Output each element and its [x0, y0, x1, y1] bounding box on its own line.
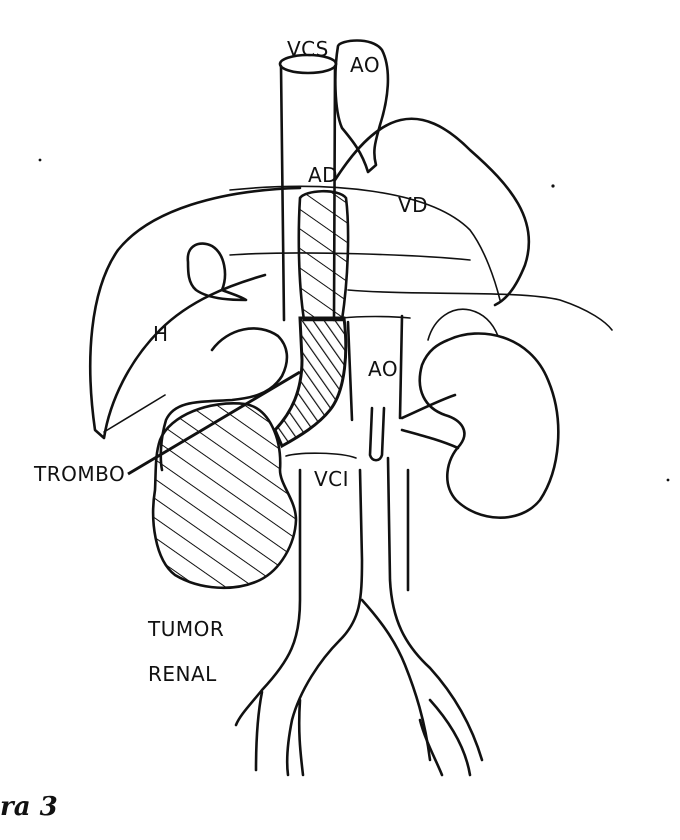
aorta-top: [334, 39, 390, 174]
aorta-renal-branch: [368, 406, 386, 462]
ivc-tube: [234, 468, 364, 727]
speck: [666, 478, 670, 482]
figure-caption: ra 3: [0, 792, 58, 822]
vcs-opening: [278, 53, 338, 75]
label-vcs: VCS: [287, 37, 329, 61]
catheter: [347, 289, 613, 331]
aorta-mid: [346, 314, 404, 422]
iliac-branch-left: [254, 690, 305, 777]
ivc-top: [285, 452, 357, 459]
liver-lower-edge: [103, 394, 166, 433]
label-h: H: [153, 322, 169, 346]
label-ao-mid: AO: [368, 357, 398, 381]
label-vd: VD: [398, 193, 428, 217]
renal-vein-left: [400, 393, 460, 450]
iliac-branch-right: [418, 698, 472, 777]
heart-outline: [333, 117, 531, 307]
speck: [38, 158, 42, 162]
aorta-lower: [386, 456, 484, 762]
label-renal: RENAL: [148, 662, 217, 686]
label-ad: AD: [308, 163, 338, 187]
trombo-pointer: [127, 370, 301, 476]
label-trombo: TROMBO: [33, 462, 125, 486]
liver-lobe: [186, 242, 248, 302]
aorta-mid-top: [341, 315, 411, 319]
label-tumor: TUMOR: [147, 617, 224, 641]
adrenal-left: [427, 308, 499, 341]
tumor-renal: [151, 402, 298, 590]
liver-outline: [88, 186, 302, 440]
label-vci: VCI: [314, 467, 349, 491]
liver-upper-edge: [229, 185, 501, 301]
iliac-inner: [285, 598, 432, 777]
heart-inner-line: [229, 252, 471, 261]
speck: [551, 184, 555, 188]
thrombus-caval: [273, 316, 348, 449]
label-ao-top: AO: [350, 53, 380, 77]
thrombus-atrial: [297, 189, 350, 322]
kidney-left-outline: [418, 332, 560, 519]
